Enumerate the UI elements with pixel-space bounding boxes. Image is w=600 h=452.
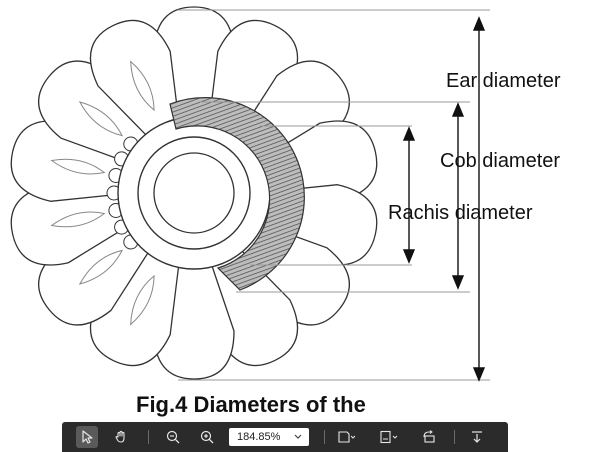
kernel-inner-shape [130,274,155,326]
hand-tool-button[interactable] [110,426,132,448]
zoom-out-icon [166,430,180,444]
toolbar-separator [324,430,325,444]
rotate-button[interactable] [418,426,440,448]
hatched-glume-band [169,97,305,291]
kernel-inner-shape [78,101,124,137]
pdf-viewer-toolbar: 184.85% [62,422,508,452]
cob-diameter-label: Cob diameter [440,150,561,172]
kernel-inner-shape [50,158,106,175]
download-icon [472,431,482,443]
figure-caption: Fig.4 Diameters of the [136,392,366,417]
rachis-diameter-label: Rachis diameter [388,202,533,224]
download-button[interactable] [466,426,488,448]
dimension-arrows [402,16,486,382]
kernel-petal [89,19,180,139]
kernel-inner-shape [130,60,155,112]
kernel-inner-shape [78,249,124,285]
zoom-level-value: 184.85% [237,431,281,443]
page-view-button[interactable] [376,426,402,448]
hand-pan-icon [115,430,125,443]
fit-page-button[interactable] [334,426,360,448]
chevron-down-icon [294,434,302,439]
toolbar-separator [148,430,149,444]
kernel-inner-shape [50,211,106,228]
ear-diameter-label: Ear diameter [446,70,561,92]
zoom-level-select[interactable]: 184.85% [229,428,309,446]
toolbar-separator [454,430,455,444]
zoom-in-button[interactable] [196,426,218,448]
zoom-in-icon [200,430,214,444]
select-tool-button[interactable] [76,426,98,448]
fit-page-icon [338,431,356,443]
rotate-icon [423,430,435,443]
pith-circle [153,152,235,234]
zoom-out-button[interactable] [162,426,184,448]
page-view-icon [380,430,398,444]
maize-ear-cross-section-figure [10,6,490,382]
select-cursor-icon [82,430,93,444]
guide-lines [178,9,490,381]
